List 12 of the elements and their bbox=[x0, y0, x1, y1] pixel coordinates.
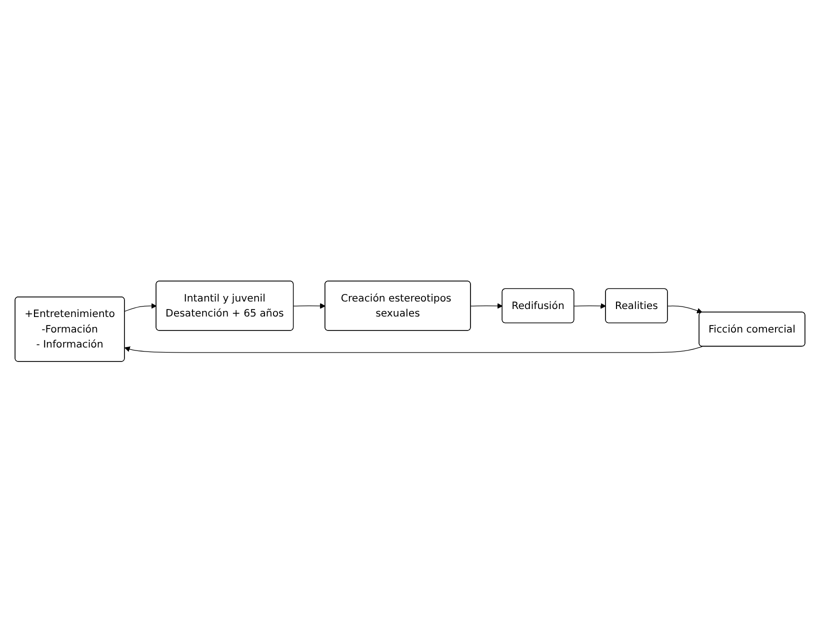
arrow bbox=[124, 346, 703, 354]
arrow bbox=[293, 303, 326, 309]
arrow bbox=[574, 303, 606, 309]
arrow bbox=[667, 306, 702, 314]
rounded-box: Intantil y juvenil Desatención + 65 años bbox=[156, 281, 294, 331]
rounded-box: Redifusión bbox=[502, 288, 574, 324]
arrow bbox=[470, 303, 503, 309]
rounded-box: +Entretenimiento -Formación - Información bbox=[14, 296, 125, 362]
rounded-box: Ficción comercial bbox=[698, 312, 806, 347]
arrow bbox=[124, 303, 157, 312]
rounded-box: Creación estereotipos sexuales bbox=[324, 281, 471, 331]
rounded-box: Realities bbox=[605, 288, 668, 324]
